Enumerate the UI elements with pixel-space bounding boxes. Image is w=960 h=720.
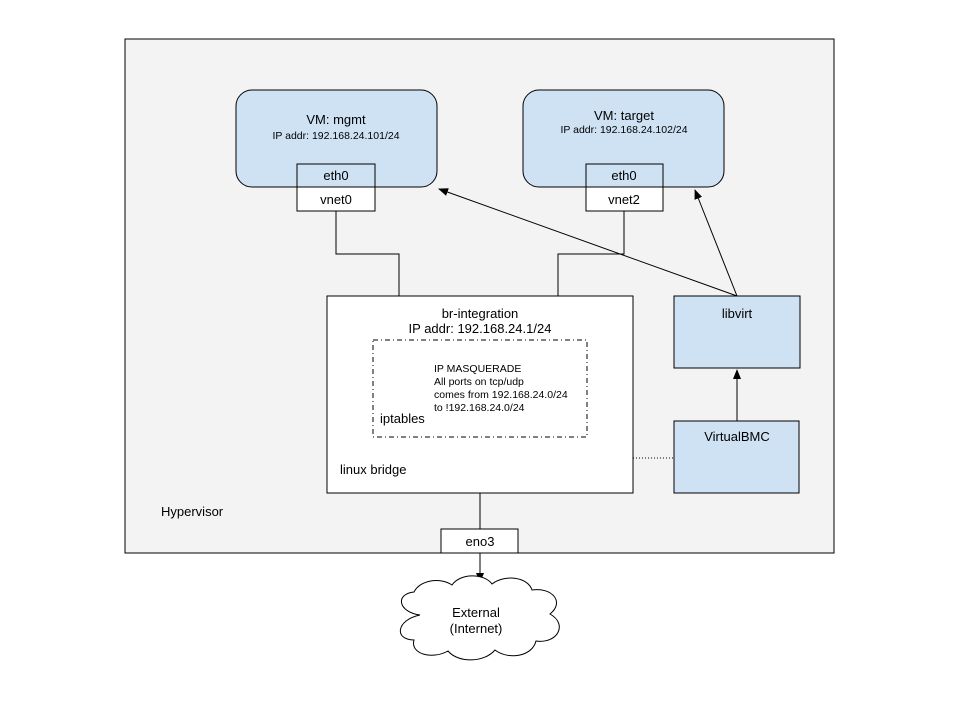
vm-target-name: VM: target	[594, 108, 654, 123]
virtualbmc-label: VirtualBMC	[704, 429, 770, 444]
vm-mgmt-vnet0-box	[296, 186, 376, 212]
libvirt-box: libvirt	[673, 295, 801, 369]
vm-target-vnet2-box	[585, 186, 664, 212]
bridge-name: br-integration	[442, 306, 519, 321]
vnet2-to-bridge-line	[557, 211, 625, 296]
iptables-box: IP MASQUERADE All ports on tcp/udp comes…	[372, 339, 588, 438]
iptables-rule-line-2: All ports on tcp/udp	[434, 376, 524, 388]
vnet0-to-bridge-line	[335, 211, 400, 296]
cloud-icon	[399, 575, 560, 661]
vm-target-ip: IP addr: 192.168.24.102/24	[560, 124, 687, 136]
libvirt-to-vm-mgmt-arrow	[438, 188, 738, 297]
vm-mgmt-name: VM: mgmt	[306, 112, 366, 127]
hypervisor-label: Hypervisor	[161, 504, 224, 519]
eno3-port: eno3	[440, 528, 519, 554]
vm-target-eth0-label: eth0	[611, 168, 636, 183]
external-internet-cloud: External (Internet)	[399, 575, 560, 661]
libvirt-label: libvirt	[722, 306, 753, 321]
vm-mgmt-vnet0-label: vnet0	[320, 192, 352, 207]
iptables-label: iptables	[380, 411, 425, 426]
bridge-ip: IP addr: 192.168.24.1/24	[409, 321, 552, 336]
vm-mgmt-ip: IP addr: 192.168.24.101/24	[272, 130, 399, 142]
vm-target-vnet2-label: vnet2	[608, 192, 640, 207]
virtualbmc-box: VirtualBMC	[673, 420, 800, 494]
libvirt-to-vm-target-arrow	[694, 189, 738, 297]
iptables-rule-line-3: comes from 192.168.24.0/24	[434, 389, 568, 401]
eno3-label: eno3	[466, 534, 495, 549]
vm-mgmt-eth0-label: eth0	[323, 168, 348, 183]
iptables-rule-line-4: to !192.168.24.0/24	[434, 402, 525, 414]
iptables-rule-line-1: IP MASQUERADE	[434, 363, 521, 375]
external-label: External	[452, 605, 500, 620]
vm-mgmt: VM: mgmt IP addr: 192.168.24.101/24 eth0…	[235, 89, 438, 212]
linux-bridge-box: br-integration IP addr: 192.168.24.1/24 …	[326, 295, 634, 494]
vm-target: VM: target IP addr: 192.168.24.102/24 et…	[522, 89, 725, 212]
internet-label: (Internet)	[450, 621, 503, 636]
bridge-type-label: linux bridge	[340, 462, 407, 477]
